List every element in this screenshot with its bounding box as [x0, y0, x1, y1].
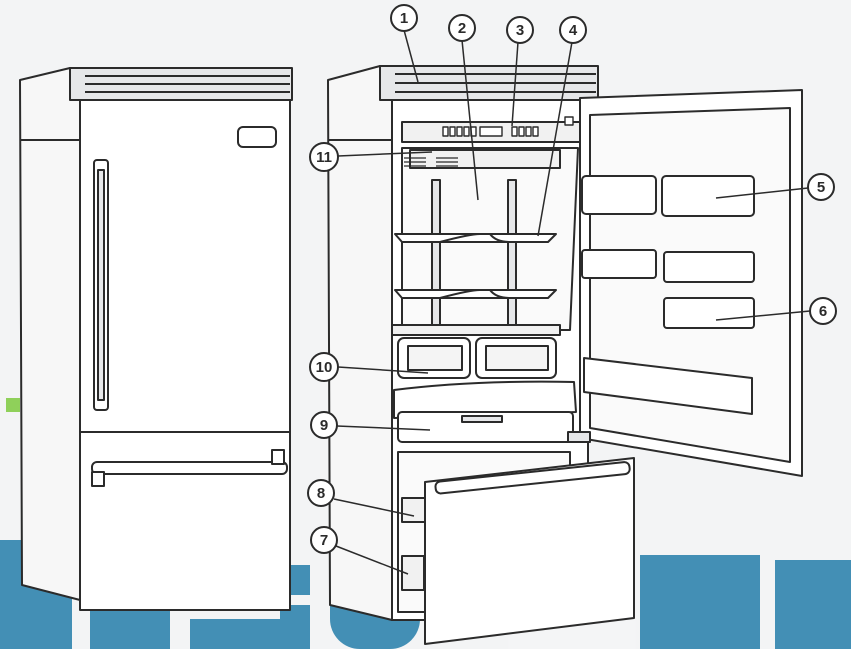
callout-circle: [309, 352, 339, 382]
door-bin-lower: [663, 297, 755, 329]
callout-label: 1: [400, 10, 408, 27]
callout-circle: [390, 4, 418, 32]
callout-circle: [506, 16, 534, 44]
air-vent: [404, 157, 458, 167]
door-bin-middle-left: [581, 249, 657, 279]
callout-label: 5: [817, 179, 825, 196]
callout-3: 3: [506, 16, 534, 127]
closed-fridge-handle-grip: [97, 169, 105, 401]
interior-light-housing: [409, 149, 561, 169]
freezer-upper-basket: [401, 497, 427, 523]
watermark-dot: [6, 398, 20, 412]
callout-5: 5: [715, 173, 835, 201]
callout-circle: [807, 173, 835, 201]
shelf-bracket: [439, 233, 511, 243]
closed-fridge-freezer-door: [79, 431, 291, 611]
shelf-rail-left: [431, 179, 441, 326]
control-button: [511, 126, 518, 137]
callout-circle: [307, 479, 335, 507]
freezer-drawer-handle: [434, 461, 631, 495]
leader-line: [337, 151, 433, 157]
door-inner-liner: [589, 107, 791, 463]
callout-label: 2: [458, 20, 466, 37]
callout-label: 7: [320, 532, 328, 549]
freezer-handle-mount: [91, 471, 105, 487]
glass-shelf-upper: [394, 233, 557, 243]
callout-circle: [448, 14, 476, 42]
callout-4: 4: [537, 16, 587, 237]
leader-line: [337, 366, 429, 374]
callout-label: 11: [316, 149, 332, 166]
door-bin-middle-right: [663, 251, 755, 283]
watermark-block-right: [775, 560, 851, 649]
callout-circle: [559, 16, 587, 44]
closed-fridge-freezer-handle: [91, 461, 288, 475]
control-button: [463, 126, 470, 137]
control-button: [532, 126, 539, 137]
door-hinge: [567, 431, 591, 443]
crisper-drawer-window: [407, 345, 463, 371]
crisper-drawer-window: [485, 345, 549, 371]
leader-line: [461, 39, 479, 201]
control-button: [518, 126, 525, 137]
callout-label: 8: [317, 485, 325, 502]
callout-circle: [310, 411, 338, 439]
callout-circle: [809, 297, 837, 325]
shelf-bracket: [439, 289, 511, 299]
control-button: [525, 126, 532, 137]
glass-shelf-lower: [394, 289, 557, 299]
deli-drawer: [397, 411, 574, 443]
leader-line: [403, 29, 419, 83]
callout-10: 10: [309, 352, 429, 382]
closed-refrigerator: [19, 67, 293, 611]
callout-circle: [309, 142, 339, 172]
leader-line: [511, 41, 519, 127]
door-bin-top-left: [581, 175, 657, 215]
callout-11: 11: [309, 142, 433, 172]
control-button: [442, 126, 449, 137]
leader-line: [715, 310, 811, 321]
control-button: [449, 126, 456, 137]
callout-label: 10: [316, 359, 333, 376]
door-switch: [564, 116, 574, 126]
door-bin-top-right: [661, 175, 755, 217]
callout-7: 7: [310, 526, 409, 575]
callout-label: 4: [569, 22, 578, 39]
callout-label: 6: [819, 303, 827, 320]
crisper-cover: [391, 324, 561, 336]
control-display: [479, 126, 503, 137]
shelf-rail-right: [507, 179, 517, 326]
callout-circle: [310, 526, 338, 554]
door-bin-bottom: [583, 357, 753, 415]
closed-fridge-upper-door: [79, 99, 291, 433]
callout-8: 8: [307, 479, 415, 517]
leader-line: [336, 425, 431, 431]
watermark-letter-n: [640, 555, 760, 649]
leader-line: [333, 498, 415, 517]
callout-label: 9: [320, 417, 328, 434]
callout-9: 9: [310, 411, 431, 439]
leader-line: [715, 187, 809, 199]
closed-fridge-display-panel: [237, 126, 277, 148]
callout-label: 3: [516, 22, 524, 39]
control-button: [456, 126, 463, 137]
deli-drawer-handle: [461, 415, 503, 423]
callout-1: 1: [390, 4, 419, 83]
callout-2: 2: [448, 14, 479, 201]
control-buttons: [442, 116, 574, 137]
leader-line: [335, 545, 409, 575]
leader-line: [537, 41, 573, 237]
open-refrigerator: [327, 65, 803, 645]
callout-6: 6: [715, 297, 837, 325]
closed-fridge-side-panel: [19, 67, 81, 601]
freezer-handle-mount: [271, 449, 285, 465]
freezer-drawer-front: [424, 457, 635, 645]
